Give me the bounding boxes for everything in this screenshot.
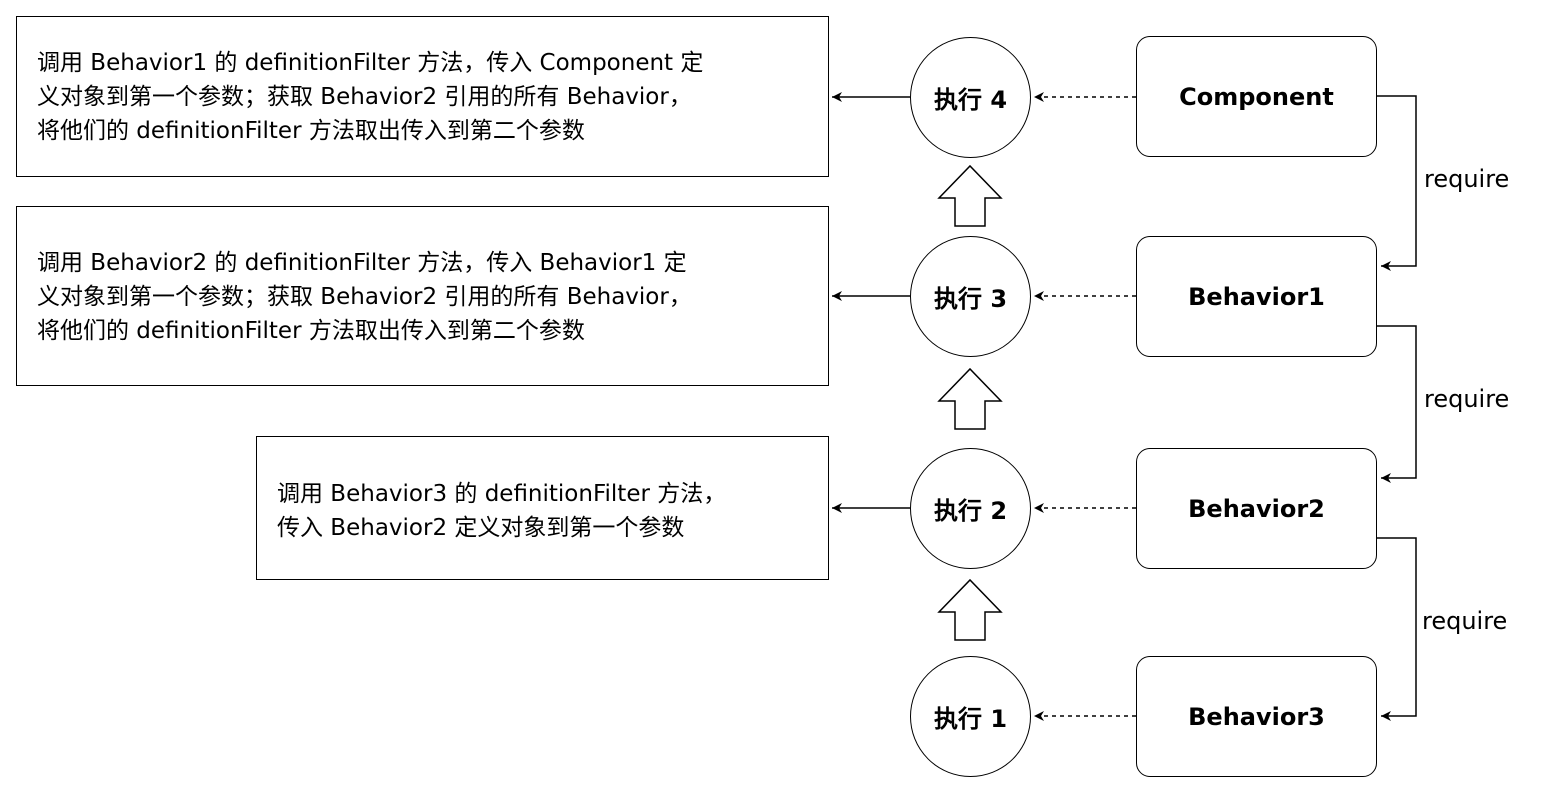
description-line: 调用 Behavior2 的 definitionFilter 方法，传入 Be… (37, 250, 687, 276)
description-line: 调用 Behavior3 的 definitionFilter 方法， (277, 481, 727, 507)
description-line: 调用 Behavior1 的 definitionFilter 方法，传入 Co… (37, 50, 704, 76)
require-connector-behavior1-behavior2 (1377, 325, 1417, 483)
node-behavior2: Behavior2 (1136, 448, 1377, 569)
require-connector-behavior2-behavior3 (1377, 537, 1417, 721)
description-line: 义对象到第一个参数；获取 Behavior2 引用的所有 Behavior， (37, 84, 692, 110)
description-box-step2: 调用 Behavior3 的 definitionFilter 方法， 传入 B… (256, 436, 829, 580)
step-3-circle: 执行 3 (910, 236, 1031, 357)
description-box-step4: 调用 Behavior1 的 definitionFilter 方法，传入 Co… (16, 16, 829, 177)
description-line: 义对象到第一个参数；获取 Behavior2 引用的所有 Behavior， (37, 284, 692, 310)
require-label-component-behavior1: require (1424, 164, 1510, 194)
block-arrow-step2-to-step3 (937, 367, 1003, 430)
description-line: 将他们的 definitionFilter 方法取出传入到第二个参数 (37, 318, 585, 344)
description-box-step3: 调用 Behavior2 的 definitionFilter 方法，传入 Be… (16, 206, 829, 386)
node-behavior3: Behavior3 (1136, 656, 1377, 777)
require-label-behavior1-behavior2: require (1424, 384, 1510, 414)
block-arrow-step3-to-step4 (937, 164, 1003, 227)
step-4-circle: 执行 4 (910, 37, 1031, 158)
step-1-circle: 执行 1 (910, 656, 1031, 777)
description-line: 传入 Behavior2 定义对象到第一个参数 (277, 515, 685, 541)
block-arrow-step1-to-step2 (937, 578, 1003, 641)
require-label-behavior2-behavior3: require (1422, 606, 1508, 636)
node-component: Component (1136, 36, 1377, 157)
step-2-circle: 执行 2 (910, 448, 1031, 569)
node-behavior1: Behavior1 (1136, 236, 1377, 357)
description-line: 将他们的 definitionFilter 方法取出传入到第二个参数 (37, 118, 585, 144)
require-connector-component-behavior1 (1377, 95, 1417, 271)
